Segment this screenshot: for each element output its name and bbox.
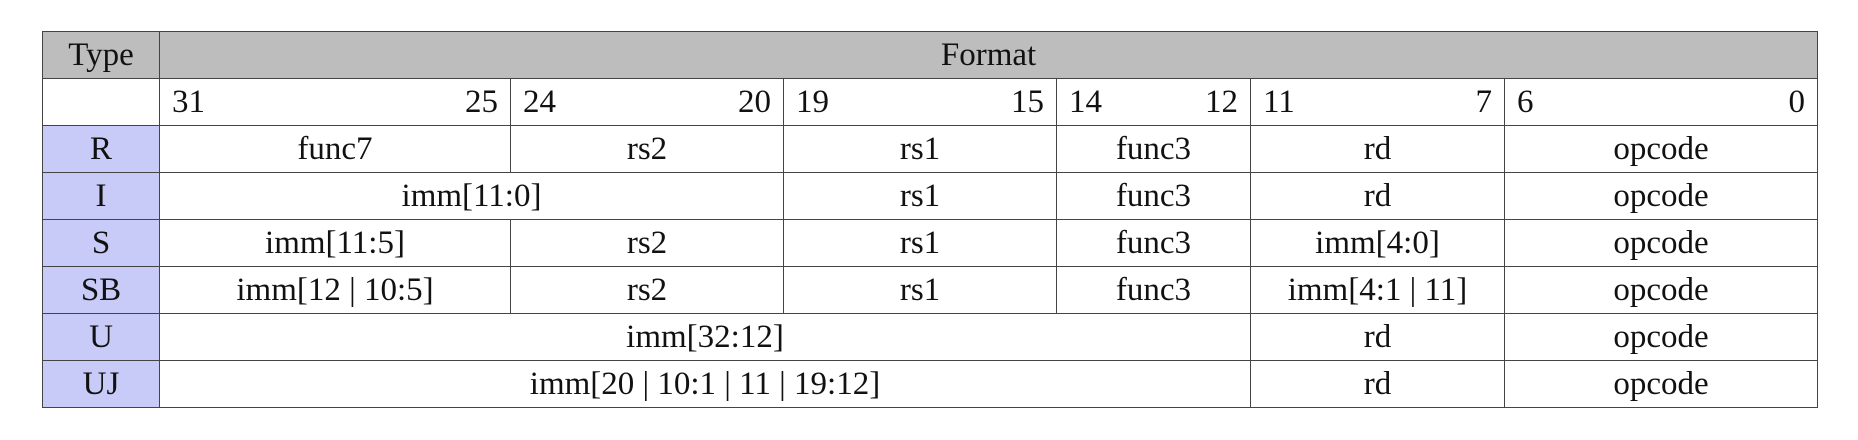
field-imm-high: imm[11:5] <box>159 219 511 267</box>
field-opcode: opcode <box>1503 313 1819 361</box>
type-label: S <box>42 219 160 267</box>
field-rs1: rs1 <box>783 266 1057 314</box>
type-column-header: Type <box>42 31 160 79</box>
field-imm: imm[32:12] <box>159 313 1251 361</box>
field-func3: func3 <box>1056 219 1251 267</box>
bit-low: 0 <box>1788 83 1806 120</box>
field-rs2: rs2 <box>510 219 784 267</box>
bit-range-24-20: 24 20 <box>510 78 784 126</box>
field-opcode: opcode <box>1503 219 1819 267</box>
field-imm: imm[11:0] <box>159 172 784 220</box>
type-label: I <box>42 172 160 220</box>
format-row-i: I imm[11:0] rs1 func3 rd opcode <box>42 172 1819 220</box>
format-row-uj: UJ imm[20 | 10:1 | 11 | 19:12] rd opcode <box>42 360 1819 408</box>
bit-high: 6 <box>1517 83 1534 120</box>
field-func3: func3 <box>1056 125 1251 173</box>
bit-low: 15 <box>1011 83 1044 120</box>
bit-low: 7 <box>1475 83 1493 120</box>
format-column-header: Format <box>158 31 1819 79</box>
bit-low: 12 <box>1205 83 1238 120</box>
field-rd: rd <box>1250 125 1505 173</box>
field-imm-high: imm[12 | 10:5] <box>159 266 511 314</box>
bit-high: 19 <box>796 83 829 120</box>
field-func7: func7 <box>159 125 511 173</box>
type-label: UJ <box>42 360 160 408</box>
format-row-s: S imm[11:5] rs2 rs1 func3 imm[4:0] opcod… <box>42 219 1819 267</box>
bit-high: 11 <box>1263 83 1295 120</box>
type-label: R <box>42 125 160 173</box>
field-rd: rd <box>1250 360 1505 408</box>
field-rd: rd <box>1250 172 1505 220</box>
format-row-sb: SB imm[12 | 10:5] rs2 rs1 func3 imm[4:1 … <box>42 266 1819 314</box>
bit-range-31-25: 31 25 <box>159 78 511 126</box>
field-func3: func3 <box>1056 172 1251 220</box>
format-row-r: R func7 rs2 rs1 func3 rd opcode <box>42 125 1819 173</box>
field-rs1: rs1 <box>783 125 1057 173</box>
bit-position-row-label <box>42 78 160 126</box>
field-rs1: rs1 <box>783 219 1057 267</box>
field-rs2: rs2 <box>510 266 784 314</box>
bit-high: 24 <box>523 83 556 120</box>
field-rd: rd <box>1250 313 1505 361</box>
bit-high: 14 <box>1069 83 1102 120</box>
bit-low: 20 <box>738 83 771 120</box>
field-imm-low: imm[4:1 | 11] <box>1250 266 1505 314</box>
bit-high: 31 <box>172 83 205 120</box>
header-row: Type Format <box>42 31 1819 79</box>
bit-low: 25 <box>465 83 498 120</box>
field-opcode: opcode <box>1503 125 1819 173</box>
field-func3: func3 <box>1056 266 1251 314</box>
bit-range-14-12: 14 12 <box>1056 78 1251 126</box>
field-opcode: opcode <box>1503 172 1819 220</box>
field-rs1: rs1 <box>783 172 1057 220</box>
bit-range-11-7: 11 7 <box>1250 78 1505 126</box>
field-imm-low: imm[4:0] <box>1250 219 1505 267</box>
field-opcode: opcode <box>1503 360 1819 408</box>
field-opcode: opcode <box>1503 266 1819 314</box>
field-rs2: rs2 <box>510 125 784 173</box>
format-row-u: U imm[32:12] rd opcode <box>42 313 1819 361</box>
type-label: SB <box>42 266 160 314</box>
field-imm: imm[20 | 10:1 | 11 | 19:12] <box>159 360 1251 408</box>
type-label: U <box>42 313 160 361</box>
